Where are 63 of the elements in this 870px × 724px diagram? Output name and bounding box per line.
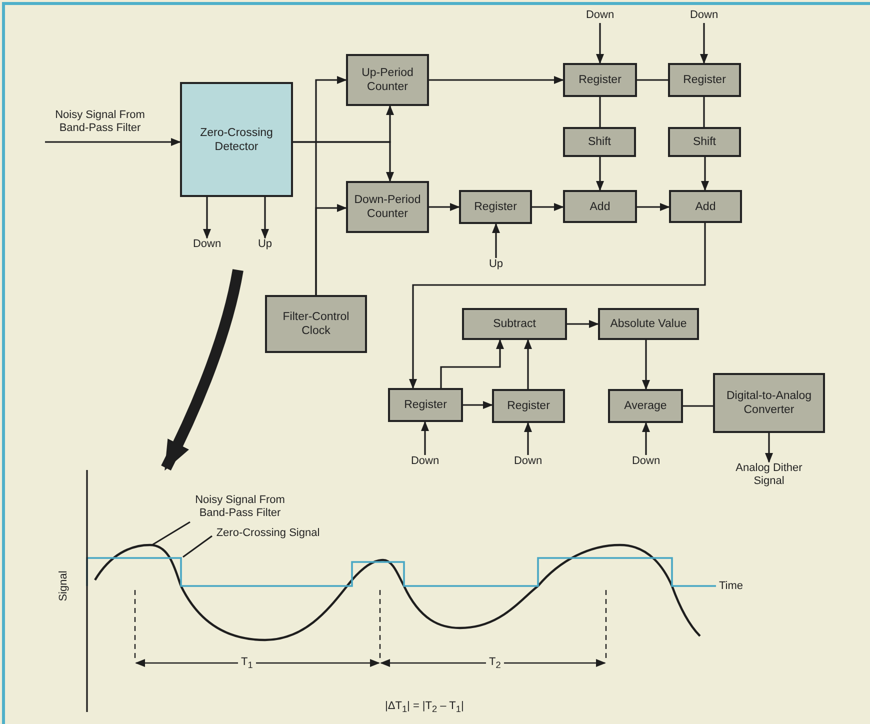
- connector-line: [683, 405, 713, 407]
- absolute-value-box: Absolute Value: [598, 308, 699, 340]
- leader-line: [182, 535, 212, 558]
- axis-label: Signal: [58, 570, 70, 602]
- arrow: [293, 141, 394, 182]
- arrow: [532, 203, 564, 211]
- arrow: [409, 223, 706, 389]
- arrow: [524, 339, 532, 389]
- arrow: [567, 320, 599, 328]
- register-box: Register: [459, 190, 532, 224]
- register-box: Register: [492, 389, 565, 423]
- arrow: [642, 422, 650, 455]
- formula-text: |ΔT$_{1}$| = |T$_{2}$ – T$_{1}$|: [385, 700, 464, 716]
- register-box: Register: [668, 63, 741, 97]
- clock-box: Filter-Control Clock: [265, 295, 367, 353]
- shift-box: Shift: [563, 127, 636, 157]
- leader-text: Noisy Signal From Band-Pass Filter: [180, 494, 300, 522]
- adder-box: Add: [669, 190, 742, 223]
- arrow: [421, 421, 429, 455]
- signal-label: Noisy Signal From Band-Pass Filter: [40, 109, 160, 137]
- signal-label: Down: [509, 455, 547, 469]
- signal-label: Down: [581, 9, 619, 23]
- connector-line: [599, 97, 601, 127]
- register-box: Register: [388, 388, 463, 422]
- arrow: [765, 433, 773, 463]
- arrow: [429, 76, 564, 84]
- signal-label: Down: [406, 455, 444, 469]
- arrow: [642, 340, 650, 390]
- arrow: [701, 157, 709, 191]
- leader-text: Zero-Crossing Signal: [212, 527, 324, 541]
- converter-box: Digital-to-Analog Converter: [713, 373, 825, 433]
- arrow: [700, 23, 708, 64]
- adder-box: Add: [563, 190, 637, 223]
- arrow: [596, 157, 604, 191]
- signal-label: Down: [685, 9, 723, 23]
- arrow: [596, 23, 604, 64]
- signal-label: Down: [627, 455, 665, 469]
- counter-box: Up-Period Counter: [346, 54, 429, 106]
- arrow: [203, 197, 211, 239]
- detector-box: Zero-Crossing Detector: [180, 82, 293, 197]
- signal-label: Up: [255, 238, 275, 252]
- arrow: [261, 197, 269, 239]
- register-box: Register: [563, 63, 637, 97]
- average-box: Average: [608, 389, 683, 423]
- arrow: [45, 138, 181, 146]
- axis-label: Time: [719, 580, 744, 593]
- connector-line: [703, 97, 705, 127]
- shift-box: Shift: [668, 127, 741, 157]
- counter-box: Down-Period Counter: [346, 181, 429, 233]
- subtract-box: Subtract: [462, 308, 567, 340]
- signal-label: Down: [188, 238, 226, 252]
- arrow: [637, 203, 670, 211]
- curved-arrow: [161, 268, 244, 471]
- leader-line: [152, 521, 190, 546]
- signal-label: Up: [486, 258, 506, 272]
- output-label: Analog Dither Signal: [724, 462, 814, 490]
- connector-line: [637, 79, 668, 81]
- arrow: [440, 339, 504, 388]
- arrow: [315, 204, 347, 295]
- arrow: [492, 223, 500, 258]
- arrow: [524, 422, 532, 455]
- arrow: [429, 203, 460, 211]
- arrow: [463, 401, 493, 409]
